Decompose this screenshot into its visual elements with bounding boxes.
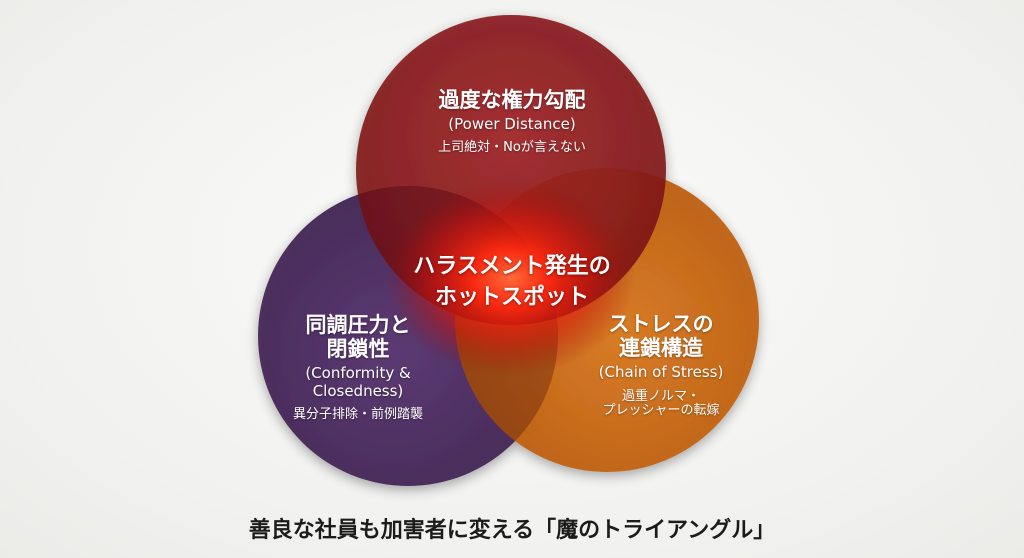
stress-chain-description-line2: プレッシャーの転嫁: [602, 403, 720, 419]
conformity-subtitle-line2: Closedness): [312, 381, 404, 400]
power-distance-description: 上司絶対・Noが言えない: [438, 140, 586, 156]
stress-chain-title-line1: ストレスの: [608, 312, 714, 336]
hotspot-glow: [385, 180, 635, 376]
diagram-caption: 善良な社員も加害者に変える「魔のトライアングル」: [248, 518, 776, 543]
conformity-label: 同調圧力と 閉鎖性 (Conformity & Closedness) 異分子排…: [268, 313, 448, 423]
stress-chain-description-line1: 過重ノルマ・: [621, 388, 700, 404]
conformity-title-line2: 閉鎖性: [326, 337, 390, 362]
conformity-title-line1: 同調圧力と: [305, 313, 411, 337]
power-distance-title: 過度な権力勾配: [438, 88, 586, 112]
conformity-description: 異分子排除・前例踏襲: [292, 406, 423, 422]
power-distance-subtitle: (Power Distance): [448, 115, 576, 134]
power-distance-label: 過度な権力勾配 (Power Distance) 上司絶対・Noが言えない: [381, 88, 643, 156]
stress-chain-label: ストレスの 連鎖構造 (Chain of Stress) 過重ノルマ・ プレッシ…: [566, 312, 756, 419]
hotspot-label: ハラスメント発生の ホットスポット: [372, 252, 652, 314]
stress-chain-subtitle: (Chain of Stress): [598, 363, 724, 382]
conformity-subtitle-line1: (Conformity &: [305, 364, 411, 383]
hotspot-label-line2: ホットスポット: [434, 284, 589, 310]
hotspot-label-line1: ハラスメント発生の: [413, 254, 611, 279]
stress-chain-title-line2: 連鎖構造: [619, 336, 703, 361]
